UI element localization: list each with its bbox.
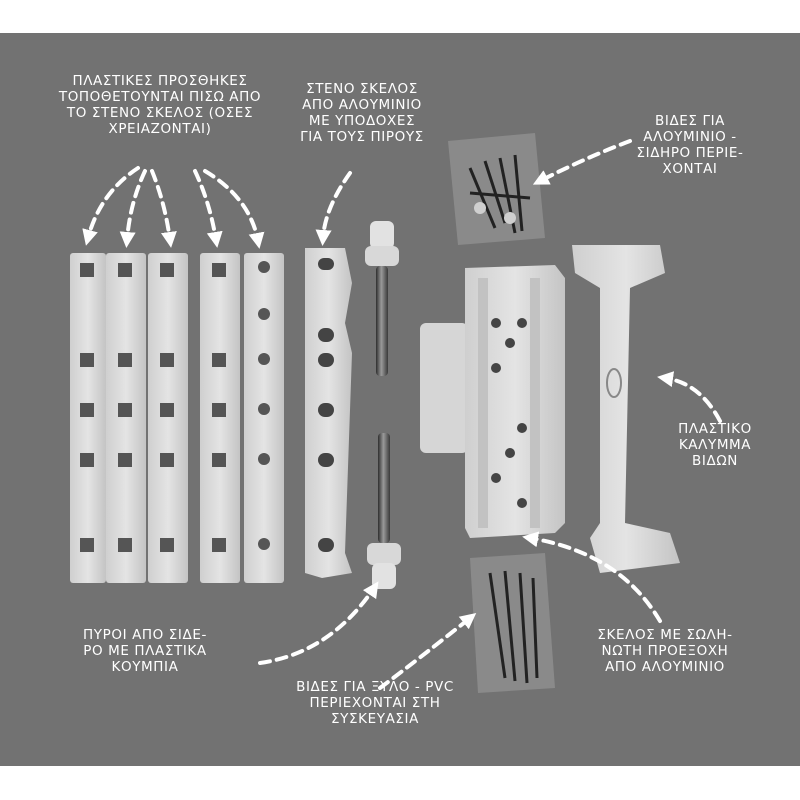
arrow-to-steel-pins [258,581,379,665]
product-photo: ΠΛΑΣΤΙΚΕΣ ΠΡΟΣΘΗΚΕΣ ΤΟΠΟΘΕΤΟΥΝΤΑΙ ΠΙΣΩ Α… [0,33,800,766]
arrow-to-insert-2 [119,169,147,248]
label-plastic-cover: ΠΛΑΣΤΙΚΟ ΚΑΛΥΜΜΑ ΒΙΔΩΝ [678,421,752,469]
steel-pin-top [365,221,399,376]
arrow-to-narrow-leg [315,171,352,246]
arrow-to-insert-5 [203,169,265,249]
label-narrow-leg: ΣΤΕΝΟ ΣΚΕΛΟΣ ΑΠΟ ΑΛΟΥΜΙΝΙΟ ΜΕ ΥΠΟΔΟΧΕΣ Γ… [300,81,424,145]
plastic-insert-strip [148,253,188,583]
plastic-inserts [70,253,284,583]
arrow-to-screws-wood [378,613,477,690]
plastic-insert-strip [106,253,146,583]
plastic-screw-cover [572,245,680,573]
plastic-insert-strip [200,253,240,583]
oval-logo-icon [606,368,622,398]
label-plastic-additions: ΠΛΑΣΤΙΚΕΣ ΠΡΟΣΘΗΚΕΣ ΤΟΠΟΘΕΤΟΥΝΤΑΙ ΠΙΣΩ Α… [58,73,262,137]
plastic-insert-strip [70,253,106,583]
narrow-aluminium-leg [305,248,352,578]
arrow-to-tubular-leg [522,531,662,623]
label-screws-wood: ΒΙΔΕΣ ΓΙΑ ΞΥΛΟ - PVC ΠΕΡΙΕΧΟΝΤΑΙ ΣΤΗ ΣΥΣ… [296,679,454,727]
arrow-to-screws-aluminium [532,139,632,185]
label-screws-aluminium: ΒΙΔΕΣ ΓΙΑ ΑΛΟΥΜΙΝΙΟ - ΣΙΔΗΡΟ ΠΕΡΙΕ- ΧΟΝΤ… [636,113,744,177]
tubular-aluminium-leg [420,265,565,538]
screws-bag-wood [470,553,555,693]
steel-pin-bottom [367,433,401,589]
label-tubular-leg: ΣΚΕΛΟΣ ΜΕ ΣΩΛΗ- ΝΩΤΗ ΠΡΟΕΞΟΧΗ ΑΠΟ ΑΛΟΥΜΙ… [597,627,733,675]
arrow-to-screw-cover [657,371,722,423]
arrow-to-insert-1 [82,166,140,246]
hinge-kit-illustration [70,133,722,693]
callout-arrows [82,139,722,690]
arrow-to-insert-3 [150,169,177,248]
plastic-insert-strip [244,253,284,583]
arrow-to-insert-4 [193,169,223,248]
screws-bag-aluminium [448,133,545,245]
label-steel-pins: ΠΥΡΟΙ ΑΠΟ ΣΙΔΕ- ΡΟ ΜΕ ΠΛΑΣΤΙΚΑ ΚΟΥΜΠΙΑ [83,627,207,675]
